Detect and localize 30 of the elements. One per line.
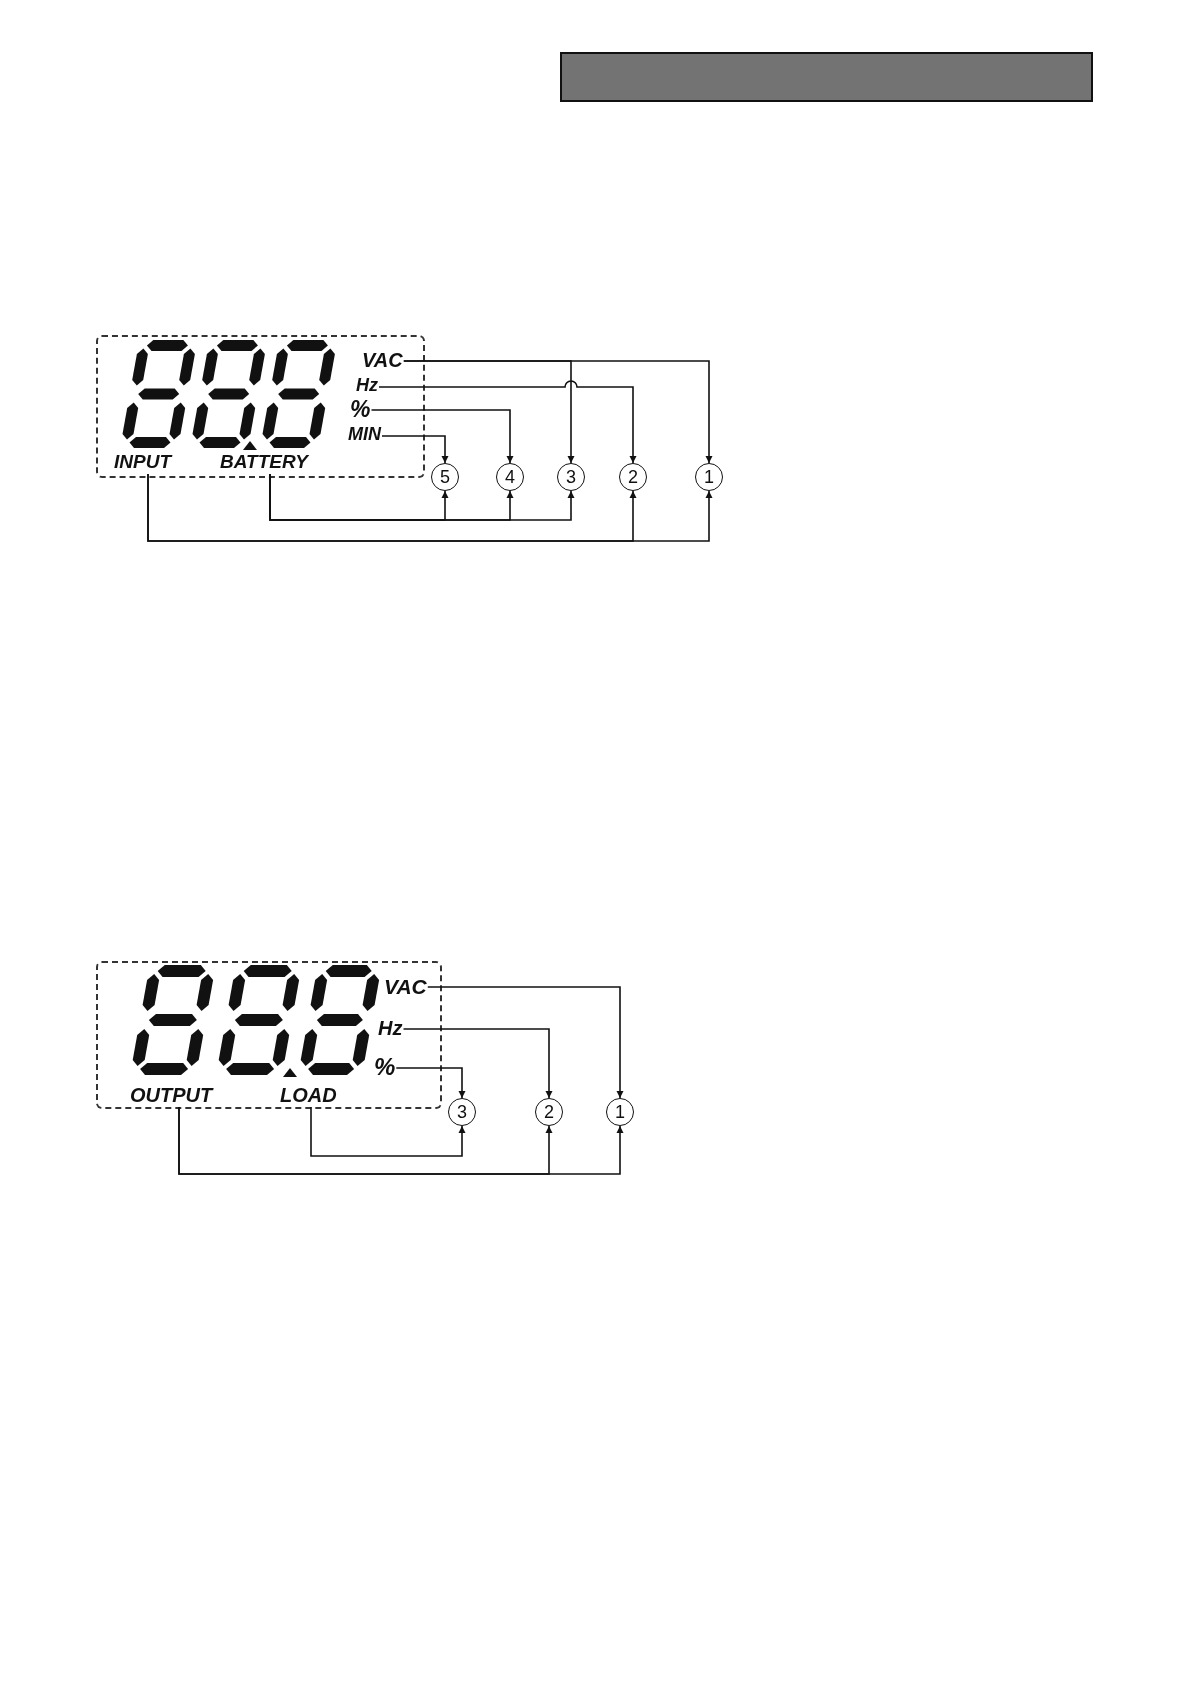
indicator-label: BATTERY [220, 452, 308, 473]
indicator-label: % [374, 1054, 396, 1081]
header-bar [560, 52, 1093, 102]
indicator-label: VAC [384, 975, 427, 999]
callout-number: 3 [557, 463, 585, 491]
indicator-label: LOAD [280, 1084, 337, 1106]
indicator-label: Hz [378, 1017, 403, 1039]
callout-number: 2 [535, 1098, 563, 1126]
callout-number: 5 [431, 463, 459, 491]
callout-number: 1 [695, 463, 723, 491]
indicator-label: INPUT [114, 452, 171, 473]
leader-arrow [381, 435, 449, 464]
leader-arrow [403, 360, 575, 464]
callout-number: 4 [496, 463, 524, 491]
indicator-label: % [350, 397, 371, 423]
leader-arrow [402, 1028, 553, 1099]
leader-arrow [427, 986, 624, 1099]
leader-arrow [310, 1106, 466, 1157]
indicator-label: Hz [356, 376, 378, 396]
callout-number: 3 [448, 1098, 476, 1126]
leader-arrow [269, 473, 575, 521]
leader-arrow [395, 1067, 466, 1099]
indicator-label: OUTPUT [130, 1084, 213, 1106]
indicator-label: MIN [348, 425, 381, 445]
indicator-label: VAC [362, 349, 403, 371]
leader-arrow [178, 1106, 624, 1175]
callout-number: 2 [619, 463, 647, 491]
callout-number: 1 [606, 1098, 634, 1126]
leader-arrow [370, 409, 514, 464]
leader-arrow [378, 380, 637, 464]
